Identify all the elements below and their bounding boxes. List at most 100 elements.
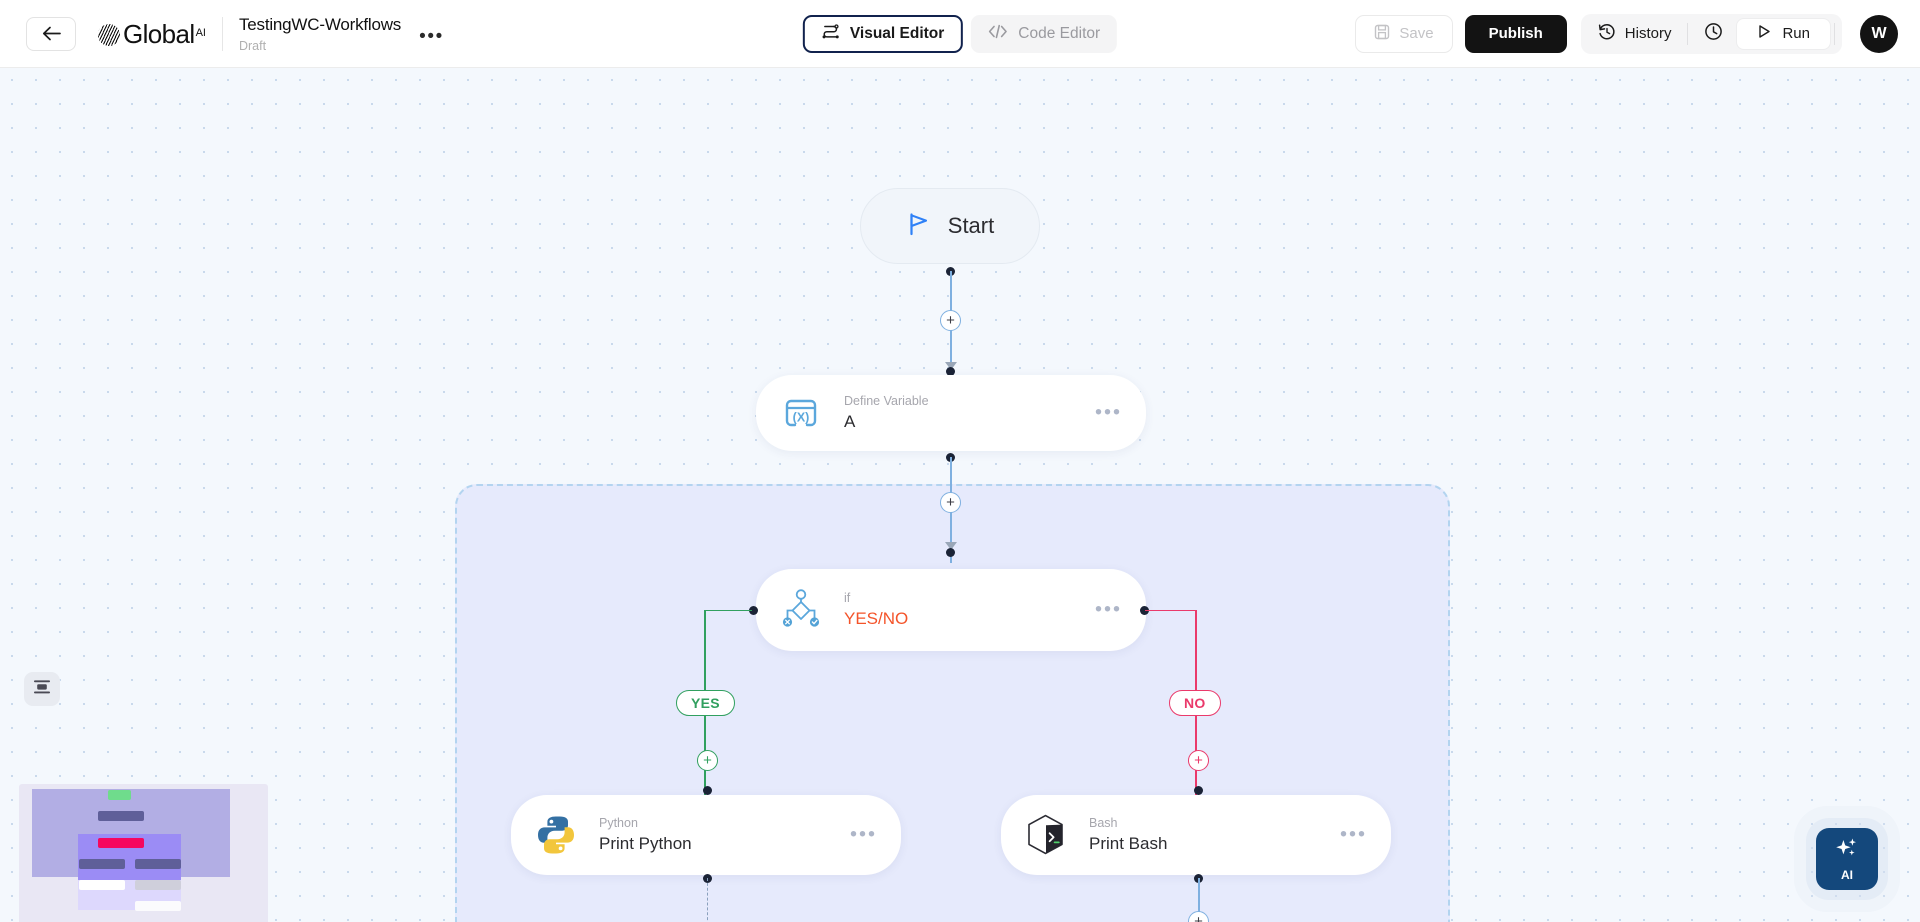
add-node-button-yes[interactable]: +	[697, 750, 718, 771]
header-divider	[221, 16, 223, 51]
history-button-label: History	[1624, 25, 1672, 42]
add-node-button-1[interactable]: +	[940, 310, 961, 331]
flag-icon	[906, 211, 932, 242]
minimap-node-next-left	[79, 880, 125, 890]
avatar-initial: W	[1871, 24, 1887, 42]
code-brackets-icon	[988, 24, 1008, 44]
run-button[interactable]: Run	[1736, 17, 1831, 50]
arrow-head-2	[944, 542, 957, 550]
node-if-condition-type: if	[844, 590, 851, 605]
brand-superscript: AI	[195, 27, 206, 40]
ai-assistant-label: AI	[1841, 867, 1853, 882]
pill-divider-1	[1687, 22, 1689, 45]
minimap-toggle-button[interactable]	[24, 672, 60, 706]
port-if-in[interactable]	[946, 548, 955, 557]
publish-button[interactable]: Publish	[1464, 14, 1567, 53]
node-print-bash-menu-button[interactable]: •••	[1339, 823, 1367, 846]
port-python-in[interactable]	[703, 786, 712, 795]
tab-visual-editor-label: Visual Editor	[849, 24, 945, 42]
add-node-button-no[interactable]: +	[1188, 750, 1209, 771]
node-define-variable[interactable]: (X) Define Variable A •••	[756, 375, 1146, 451]
node-print-python-menu-button[interactable]: •••	[849, 823, 877, 846]
tab-visual-editor[interactable]: Visual Editor	[802, 14, 964, 53]
python-icon	[527, 813, 585, 857]
port-bash-in[interactable]	[1194, 786, 1203, 795]
svg-text:(X): (X)	[793, 411, 810, 425]
save-button[interactable]: Save	[1355, 14, 1453, 53]
node-if-condition-title: YES/NO	[844, 608, 909, 628]
publish-button-label: Publish	[1488, 25, 1543, 42]
run-button-label: Run	[1782, 25, 1810, 42]
header-right-group: Save Publish History	[1355, 13, 1898, 54]
workflow-icon	[822, 23, 840, 44]
node-start-label: Start	[947, 213, 995, 238]
workflow-title-block: TestingWC-Workflows Draft	[239, 14, 401, 53]
minimap-node-python	[79, 859, 125, 869]
node-if-condition-menu-button[interactable]: •••	[1094, 598, 1122, 621]
minimap-panel-icon	[32, 679, 52, 700]
minimap-node-extra-1	[135, 901, 181, 911]
pill-divider-2	[1834, 22, 1835, 45]
schedule-button[interactable]	[1691, 18, 1736, 50]
status-badge: Draft	[238, 39, 267, 53]
node-print-bash-title: Print Bash	[1089, 833, 1168, 853]
minimap-node-if	[98, 838, 144, 848]
node-if-condition-text: if YES/NO	[844, 590, 908, 631]
ai-assistant-button[interactable]: AI	[1816, 828, 1878, 890]
node-start[interactable]: Start	[860, 188, 1040, 264]
minimap-node-bash	[135, 859, 181, 869]
edge-if-no-horizontal	[1145, 609, 1197, 612]
minimap[interactable]	[19, 784, 268, 922]
node-print-python-type: Python	[599, 815, 638, 830]
edge-python-to-next	[707, 878, 708, 922]
minimap-node-variable	[98, 811, 144, 821]
node-define-variable-type: Define Variable	[844, 393, 929, 408]
node-define-variable-title: A	[844, 411, 856, 431]
workflow-canvas[interactable]: Start + (X) Define Variable A ••• +	[0, 68, 1920, 922]
avatar[interactable]: W	[1860, 14, 1898, 53]
branch-diamond-icon	[772, 587, 830, 633]
edge-if-yes-horizontal	[704, 609, 752, 612]
tab-code-editor-label: Code Editor	[1018, 24, 1101, 42]
play-triangle-icon	[1757, 24, 1771, 43]
globalai-mark-icon	[98, 23, 120, 46]
node-if-condition[interactable]: if YES/NO •••	[756, 569, 1146, 651]
clock-icon	[1704, 22, 1723, 45]
branch-badge-no-label: NO	[1184, 695, 1206, 711]
workflow-more-menu-button[interactable]: •••	[419, 25, 444, 47]
edge-if-no-corner	[1195, 609, 1197, 704]
port-if-right[interactable]	[1140, 606, 1149, 615]
add-node-button-2[interactable]: +	[940, 492, 961, 513]
node-define-variable-text: Define Variable A	[844, 393, 929, 434]
brand-name: Global	[123, 18, 195, 49]
port-if-left[interactable]	[749, 606, 758, 615]
node-print-python-title: Print Python	[599, 833, 692, 853]
history-button[interactable]: History	[1585, 18, 1685, 50]
variable-box-icon: (X)	[772, 393, 830, 433]
node-print-bash-type: Bash	[1089, 815, 1118, 830]
page-title: TestingWC-Workflows	[238, 15, 402, 34]
node-print-python-text: Python Print Python	[599, 815, 692, 856]
editor-mode-tabs: Visual Editor Code Editor	[802, 14, 1118, 53]
minimap-node-next-right	[135, 880, 181, 890]
port-variable-in[interactable]	[946, 367, 955, 376]
brand-logo: GlobalAI	[98, 19, 206, 49]
node-print-bash-text: Bash Print Bash	[1089, 815, 1167, 856]
arrow-head-1	[944, 362, 957, 370]
arrow-left-icon	[42, 26, 61, 41]
node-print-python[interactable]: Python Print Python •••	[511, 795, 901, 875]
edge-if-yes-corner	[704, 609, 706, 704]
save-button-label: Save	[1399, 25, 1434, 42]
header-tool-pill-group: History Run	[1580, 13, 1842, 54]
node-define-variable-menu-button[interactable]: •••	[1094, 401, 1122, 424]
edge-bash-to-next	[1198, 878, 1200, 922]
header-left-group: GlobalAI TestingWC-Workflows Draft •••	[0, 14, 444, 53]
app-header: GlobalAI TestingWC-Workflows Draft ••• V…	[0, 0, 1920, 68]
node-print-bash[interactable]: Bash Print Bash •••	[1001, 795, 1391, 875]
tab-code-editor[interactable]: Code Editor	[971, 14, 1118, 53]
bash-terminal-icon	[1017, 813, 1075, 857]
branch-badge-yes[interactable]: YES	[676, 690, 735, 716]
back-button[interactable]	[26, 16, 76, 51]
branch-badge-no[interactable]: NO	[1169, 690, 1221, 716]
sparkles-icon	[1834, 837, 1860, 866]
